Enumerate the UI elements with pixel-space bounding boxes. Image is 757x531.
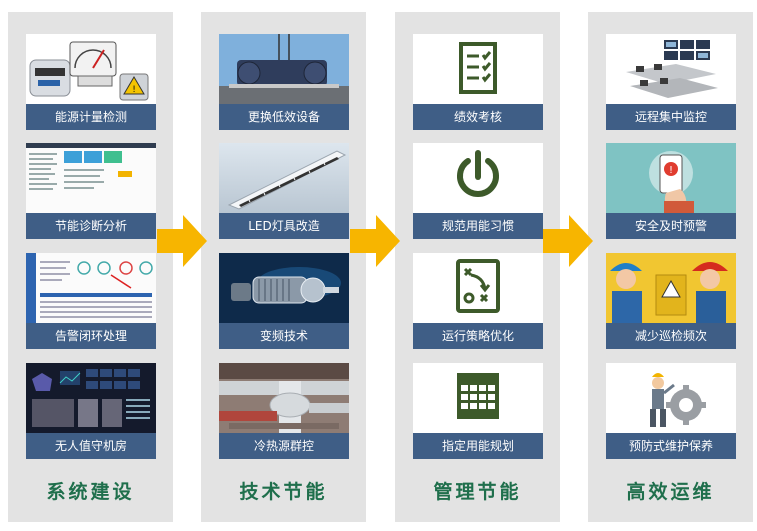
maintenance-icon <box>606 363 736 433</box>
card-label: 远程集中监控 <box>606 104 736 130</box>
card-energy-metering: ! 能源计量检测 <box>26 34 156 130</box>
card-label: 告警闭环处理 <box>26 323 156 349</box>
card-label: 无人值守机房 <box>26 433 156 459</box>
card-label: 预防式维护保养 <box>606 433 736 459</box>
card-label: 变频技术 <box>219 323 349 349</box>
card-energy-planning: 指定用能规划 <box>413 363 543 459</box>
dashboard-screenshot <box>26 143 156 213</box>
pipes-photo <box>219 363 349 433</box>
card-safety-alert: ! 安全及时预警 <box>606 143 736 239</box>
alarm-screenshot <box>26 253 156 323</box>
card-remote-monitoring: 远程集中监控 <box>606 34 736 130</box>
column-efficient-operation: 远程集中监控 ! 安全及时预警 <box>588 12 753 522</box>
card-label: LED灯具改造 <box>219 213 349 239</box>
column-title: 管理节能 <box>433 481 522 503</box>
machine-photo <box>219 34 349 104</box>
phone-alert-icon: ! <box>606 143 736 213</box>
column-management-saving: 绩效考核 规范用能习惯 运行策略优化 <box>395 12 560 522</box>
card-energy-diagnosis: 节能诊断分析 <box>26 143 156 239</box>
column-technical-saving: 更换低效设备 LED灯具改造 <box>201 12 366 522</box>
column-title: 系统建设 <box>46 481 135 503</box>
card-label: 节能诊断分析 <box>26 213 156 239</box>
checklist-icon <box>413 34 543 104</box>
card-unattended-room: 无人值守机房 <box>26 363 156 459</box>
card-alarm-closed-loop: 告警闭环处理 <box>26 253 156 349</box>
card-label: 安全及时预警 <box>606 213 736 239</box>
arrow-right-icon <box>157 215 207 267</box>
led-lamp-photo <box>219 143 349 213</box>
card-label: 运行策略优化 <box>413 323 543 349</box>
card-label: 更换低效设备 <box>219 104 349 130</box>
monitor-wall-screenshot <box>26 363 156 433</box>
motor-photo <box>219 253 349 323</box>
card-label: 规范用能习惯 <box>413 213 543 239</box>
arrow-right-icon <box>543 215 593 267</box>
column-title: 技术节能 <box>239 481 328 503</box>
svg-text:!: ! <box>132 85 136 95</box>
card-variable-frequency: 变频技术 <box>219 253 349 349</box>
card-label: 指定用能规划 <box>413 433 543 459</box>
card-reduce-inspection: 减少巡检频次 <box>606 253 736 349</box>
workers-icon <box>606 253 736 323</box>
card-led-retrofit: LED灯具改造 <box>219 143 349 239</box>
card-energy-habits: 规范用能习惯 <box>413 143 543 239</box>
card-preventive-maintenance: 预防式维护保养 <box>606 363 736 459</box>
card-hvac-group-control: 冷热源群控 <box>219 363 349 459</box>
strategy-icon <box>413 253 543 323</box>
calendar-icon <box>413 363 543 433</box>
arrow-right-icon <box>350 215 400 267</box>
card-label: 减少巡检频次 <box>606 323 736 349</box>
power-icon <box>413 143 543 213</box>
column-title: 高效运维 <box>626 481 715 503</box>
control-room-icon <box>606 34 736 104</box>
meter-icon: ! <box>26 34 156 104</box>
card-label: 绩效考核 <box>413 104 543 130</box>
card-replace-equipment: 更换低效设备 <box>219 34 349 130</box>
column-system-construction: ! 能源计量检测 节能诊 <box>8 12 173 522</box>
card-performance-review: 绩效考核 <box>413 34 543 130</box>
card-label: 能源计量检测 <box>26 104 156 130</box>
svg-text:!: ! <box>669 165 673 176</box>
card-label: 冷热源群控 <box>219 433 349 459</box>
card-strategy-optimization: 运行策略优化 <box>413 253 543 349</box>
